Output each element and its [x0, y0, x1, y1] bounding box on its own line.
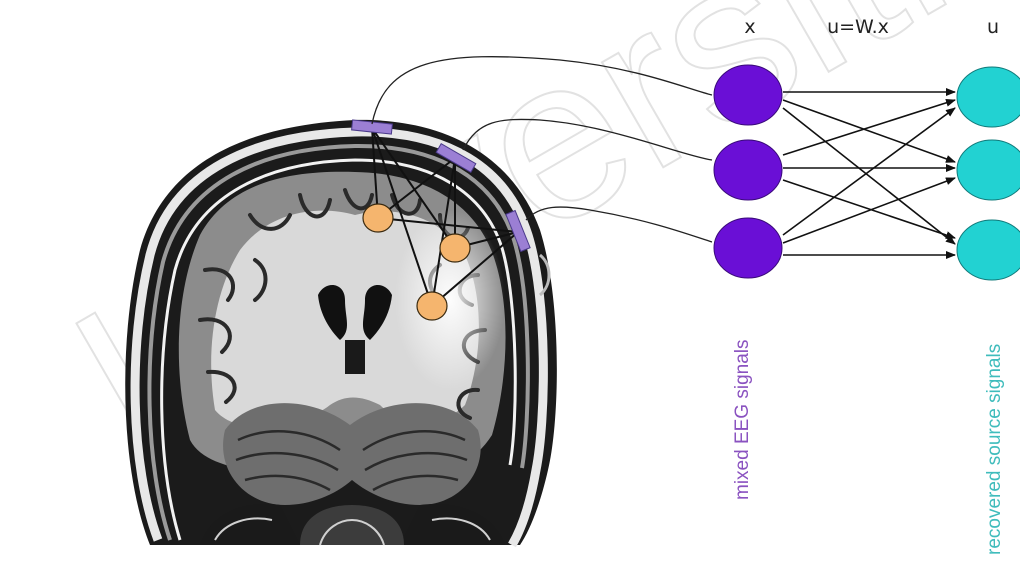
brain-mri-scan	[125, 120, 557, 545]
source-nodes	[957, 67, 1020, 280]
mixed-node-3	[714, 218, 782, 278]
source-node-3	[957, 220, 1020, 280]
header-transform: u=W.x	[827, 16, 889, 38]
brain-source-1	[363, 204, 393, 232]
mixed-eeg-label: mixed EEG signals	[732, 339, 753, 500]
recovered-source-label: recovered source signals	[984, 344, 1005, 555]
mixed-node-1	[714, 65, 782, 125]
mixed-node-2	[714, 140, 782, 200]
brain-source-3	[417, 292, 447, 320]
source-node-1	[957, 67, 1020, 127]
brain-source-2	[440, 234, 470, 262]
header-x: x	[744, 16, 755, 38]
source-node-2	[957, 140, 1020, 200]
mixed-nodes	[714, 65, 782, 278]
header-u: u	[987, 16, 999, 38]
